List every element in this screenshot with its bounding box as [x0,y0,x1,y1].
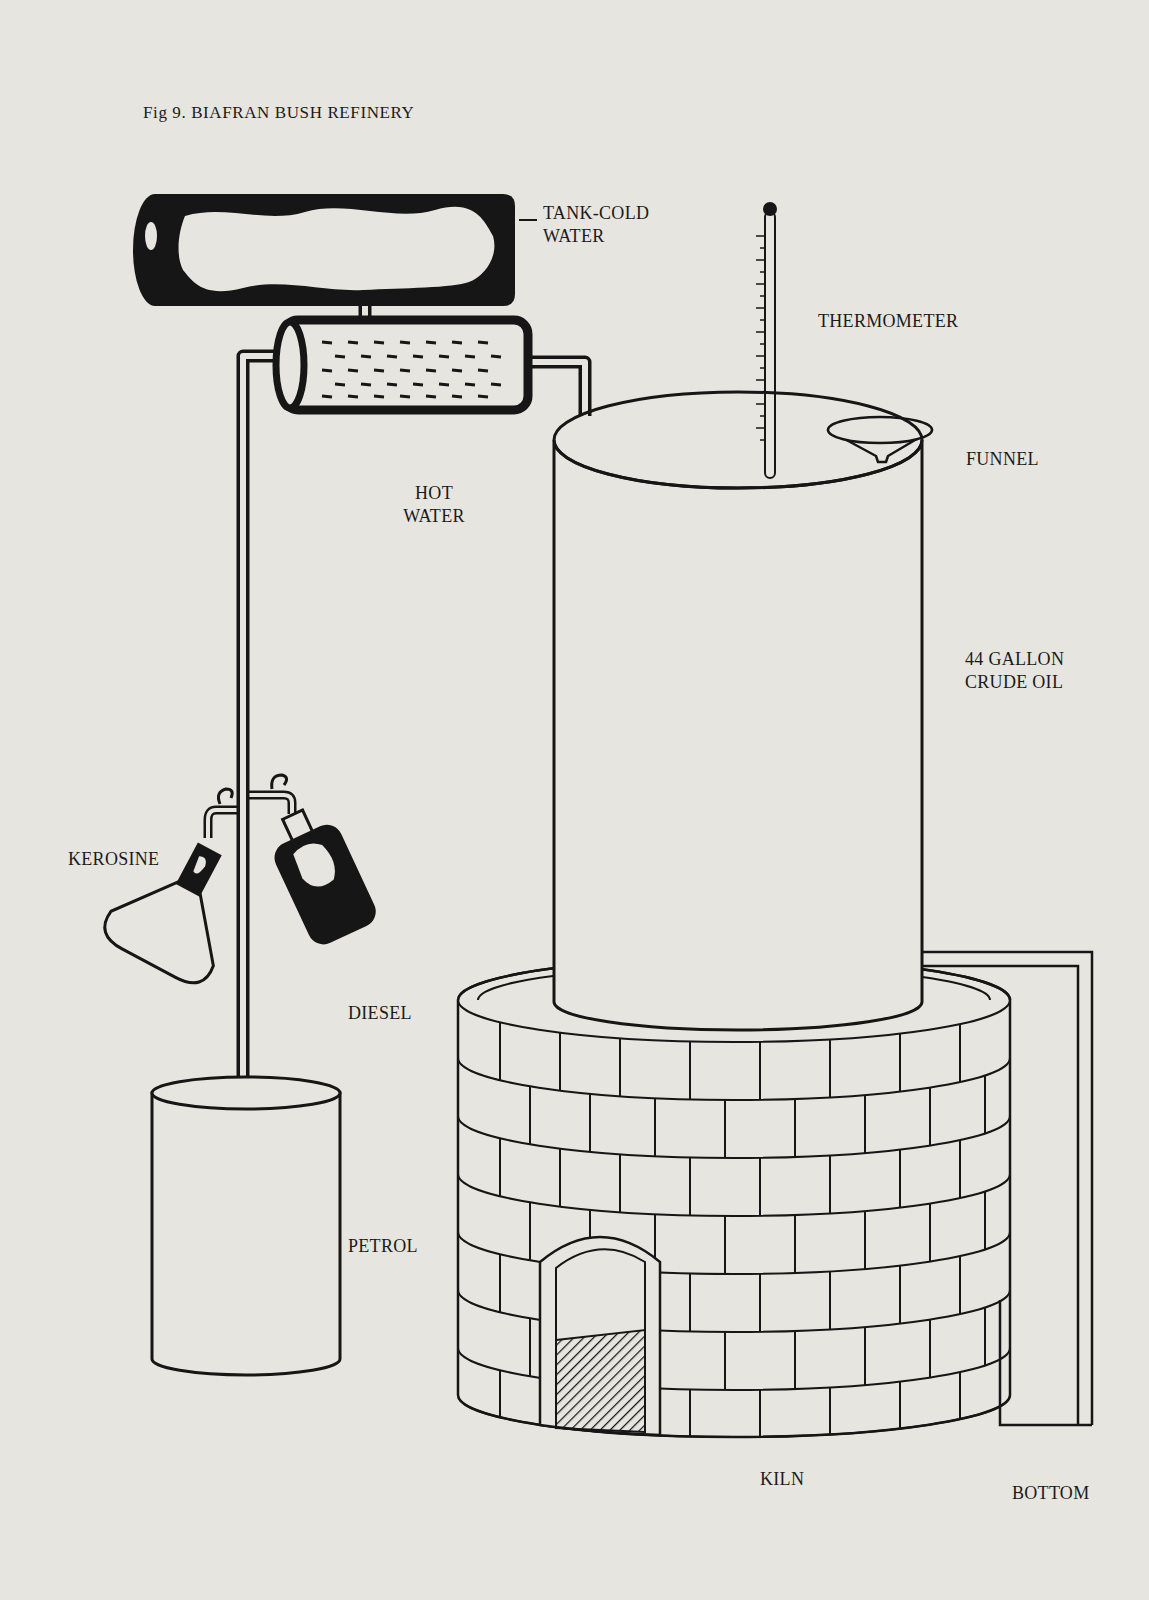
bottle-highlight [290,837,341,892]
part-name: THERMOMETER [818,310,958,333]
condenser: HOT WATER [272,316,534,414]
part-name: FUNNEL [966,448,1039,471]
kiln-jamb [556,1249,645,1433]
brick-joints [500,1022,985,1437]
flask-highlight [191,855,208,876]
leader-line [519,219,537,221]
condenser-end [276,322,304,408]
kerosine-flask [97,860,241,991]
brick-course [458,1058,1010,1100]
part-label: PETROL [348,1235,448,1258]
part-name: KEROSINE [68,848,159,871]
thermometer-tube [765,212,775,478]
brick-course [458,1116,1010,1158]
kerosine-tap [208,810,237,838]
kiln-opening [540,1237,660,1435]
pipe [243,356,278,1085]
part-label: TANK-COLD WATER [543,202,675,249]
crude-oil-drum: 44 GALLON CRUDE OIL [552,392,924,1032]
label-box: FUNNEL [966,448,1039,471]
bottom-receiver [1000,1300,1092,1425]
label-box: THERMOMETER [818,310,958,333]
firewood [556,1330,645,1432]
tank-shell [133,194,515,306]
label-box: BOTTOM [1012,1482,1089,1505]
pipe [532,362,585,416]
petrol-body [152,1093,340,1375]
drum-body [554,440,922,1030]
tap-handle [218,789,232,804]
pipe-bore [243,356,278,1085]
drum-top [554,392,922,488]
bottom-pipe [922,952,1092,1425]
thermometer-bulb [763,202,777,216]
flask-neck [178,845,220,895]
thermometer-scale [756,236,765,440]
diesel-tap [249,795,292,814]
part-name: KILN [760,1468,804,1491]
water-dashes [322,342,501,397]
label-box: KILN [760,1468,804,1491]
part-label: HOT WATER [384,482,484,529]
part-label: 44 GALLON CRUDE OIL [965,648,1085,695]
diesel-bottle [269,819,381,949]
pipe-bore [532,362,585,416]
tap-handle [272,775,287,789]
node-outline [552,392,924,1032]
kerosine-tap [208,810,237,838]
label-box: KEROSINE [68,848,159,871]
label-box: DIESEL [348,1002,412,1025]
brick-course [458,1174,1010,1216]
node-outline [133,194,515,306]
petrol-tank: PETROL [150,1075,342,1375]
part-name: BOTTOM [1012,1482,1089,1505]
title-box: Fig 9. BIAFRAN BUSH REFINERY [143,102,414,124]
figure-title: Fig 9. BIAFRAN BUSH REFINERY [143,102,414,124]
tank-water [145,222,157,250]
node-outline [272,316,534,414]
node-outline [150,1075,342,1375]
petrol-top [152,1077,340,1109]
cold-water-tank: TANK-COLD WATER [133,194,515,306]
condenser-shell [284,320,528,410]
tank-water [179,207,495,291]
part-name: DIESEL [348,1002,412,1025]
diesel-tap [249,795,292,814]
